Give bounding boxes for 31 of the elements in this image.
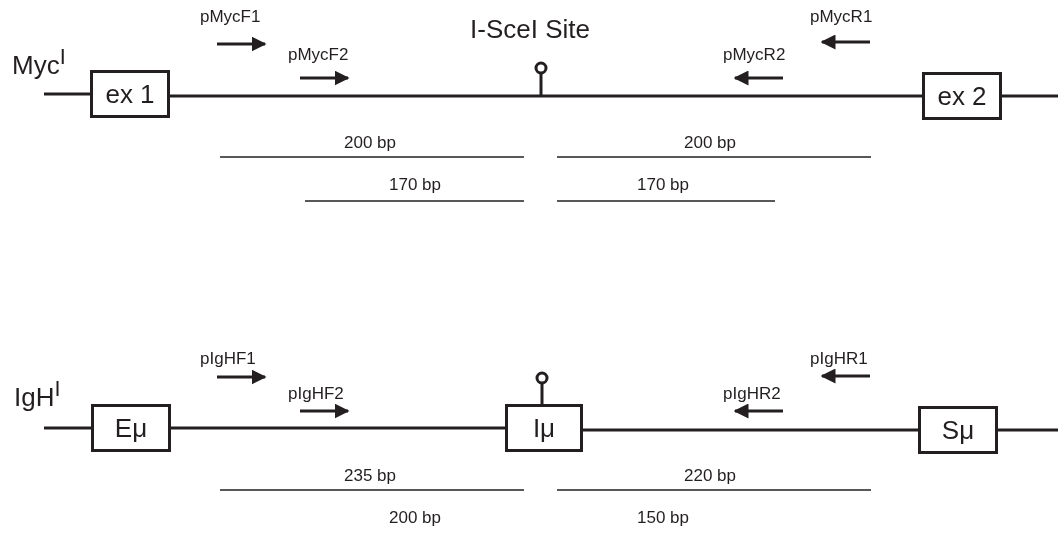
dna-line	[171, 426, 505, 430]
primer-name: pMycF1	[200, 8, 261, 25]
primer-name: pIgHF2	[288, 385, 344, 402]
exon-box: Iμ	[505, 404, 583, 452]
dna-line	[44, 426, 91, 430]
dna-line	[44, 92, 90, 96]
locus-label: Myc$^{I}$	[12, 46, 66, 78]
exon-box: ex 2	[922, 72, 1002, 120]
primer-name: pIgHR2	[723, 385, 781, 402]
product-size: 235 bp	[344, 467, 396, 484]
locus-label: IgH$^{I}$	[14, 378, 61, 410]
exon-box: ex 1	[90, 70, 170, 118]
product-size: 170 bp	[637, 176, 689, 193]
primer-name: pIgHF1	[200, 350, 256, 367]
primer-name: pMycR2	[723, 46, 786, 63]
primer-name: pIgHR1	[810, 350, 868, 367]
dna-line	[170, 94, 922, 98]
enhancer-box: Eμ	[91, 404, 171, 452]
product-size: 150 bp	[637, 509, 689, 526]
product-size: 170 bp	[389, 176, 441, 193]
primer-name: pMycF2	[288, 46, 349, 63]
dna-line	[583, 428, 918, 432]
switch-region-box: Sμ	[918, 406, 998, 454]
product-size: 200 bp	[684, 134, 736, 151]
primer-name: pMycR1	[810, 8, 873, 25]
product-size: 220 bp	[684, 467, 736, 484]
site-label: I-SceI Site	[470, 16, 590, 42]
product-size: 200 bp	[344, 134, 396, 151]
dna-line	[1002, 94, 1058, 98]
dna-line	[998, 428, 1058, 432]
product-size: 200 bp	[389, 509, 441, 526]
